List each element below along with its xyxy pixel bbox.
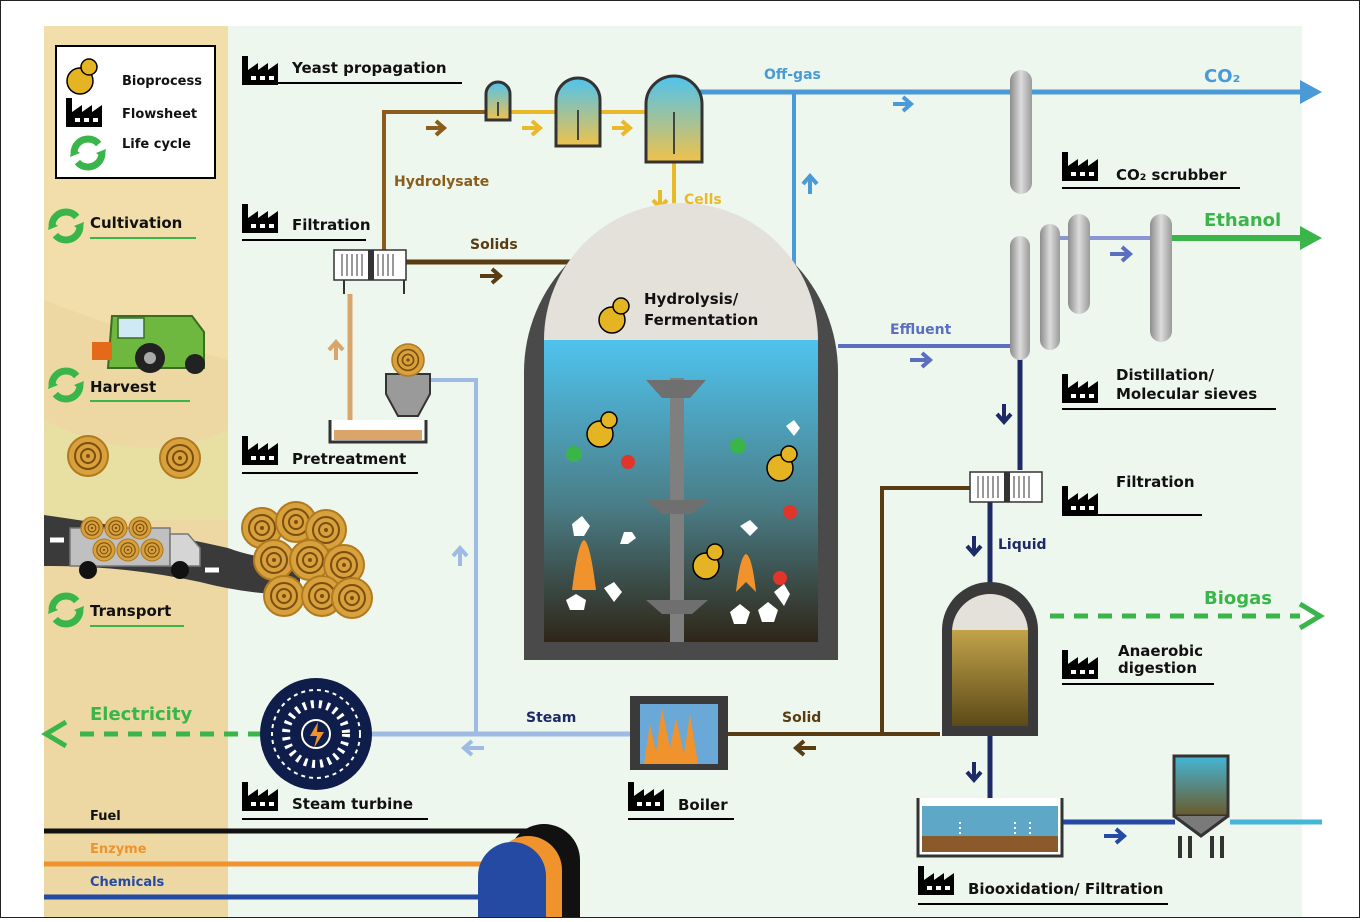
- hydrolysate-line: [382, 110, 490, 250]
- anaerobic-digestion-label-group: Anaerobic digestion: [1062, 642, 1214, 685]
- reactor-label-line1: Hydrolysis/: [644, 290, 739, 308]
- chemicals-label: Chemicals: [90, 875, 165, 890]
- yeast-propagation-vessels: [484, 74, 704, 164]
- anaerobic-digestion-tank: [942, 582, 1038, 736]
- liquid-label: Liquid: [998, 537, 1047, 553]
- filtration-tower: [1172, 754, 1230, 858]
- filtration-1-unit: [333, 249, 407, 294]
- flow-arrows: [327, 95, 1134, 845]
- legend-flowsheet: Flowsheet: [122, 107, 197, 122]
- biogas-product-label: Biogas: [1204, 588, 1272, 609]
- boiler-unit: [630, 696, 728, 770]
- solid-line: [728, 486, 972, 736]
- distillation-label-line2: Molecular sieves: [1116, 385, 1257, 403]
- cells-label: Cells: [684, 192, 722, 208]
- boiler-label: Boiler: [678, 796, 728, 814]
- yeast-propagation-label: Yeast propagation: [291, 59, 447, 77]
- solids-label: Solids: [470, 237, 518, 253]
- cultivation-label: Cultivation: [90, 214, 182, 232]
- steam-label: Steam: [526, 710, 576, 726]
- enzyme-label: Enzyme: [90, 842, 147, 857]
- reactor-label-line2: Fermentation: [644, 311, 758, 329]
- filtration-1-label: Filtration: [292, 216, 371, 234]
- distillation-columns: [1010, 214, 1172, 360]
- ethanol-product-label: Ethanol: [1204, 210, 1281, 231]
- steam-turbine-label-group: Steam turbine: [242, 782, 428, 820]
- harvest-label: Harvest: [90, 378, 156, 396]
- pretreatment-label: Pretreatment: [292, 450, 406, 468]
- lifecycle-cultivation: Cultivation: [48, 212, 196, 240]
- legend: Bioprocess Flowsheet Life cycle: [55, 45, 216, 179]
- pretreatment-label-group: Pretreatment: [242, 436, 418, 474]
- filtration-2-unit: [969, 471, 1043, 503]
- effluent-label: Effluent: [890, 322, 952, 338]
- steam-turbine-icon: [260, 678, 372, 790]
- solid-label: Solid: [782, 710, 821, 726]
- steam-turbine-label: Steam turbine: [292, 795, 413, 813]
- legend-bioprocess: Bioprocess: [122, 74, 202, 89]
- legend-lifecycle: Life cycle: [122, 137, 191, 152]
- co2-scrubber-label: CO₂ scrubber: [1116, 166, 1227, 184]
- lifecycle-transport: Transport: [48, 596, 184, 626]
- offgas-label: Off-gas: [764, 67, 821, 83]
- yeast-propagation-label-group: Yeast propagation: [242, 56, 462, 85]
- ad-label-line1: Anaerobic: [1118, 642, 1203, 660]
- distillation-label-line1: Distillation/: [1116, 366, 1215, 384]
- fuel-label: Fuel: [90, 809, 121, 824]
- co2-scrubber-column: [1010, 70, 1032, 194]
- transport-label: Transport: [90, 602, 171, 620]
- filtration-2-label-group: Filtration: [1062, 473, 1202, 516]
- lifecycle-harvest: Harvest: [48, 371, 190, 401]
- distillation-label-group: Distillation/ Molecular sieves: [1062, 366, 1276, 410]
- hydrolysis-fermentation-reactor: [524, 203, 838, 660]
- biooxidation-basin: [916, 798, 1064, 858]
- co2-scrubber-label-group: CO₂ scrubber: [1062, 152, 1240, 189]
- hydrolysate-label: Hydrolysate: [394, 174, 489, 190]
- harvester-icon: [92, 315, 205, 374]
- truck-icon: [69, 516, 201, 579]
- filtration-1-label-group: Filtration: [242, 204, 371, 241]
- boiler-label-group: Boiler: [628, 782, 734, 820]
- electricity-product-label: Electricity: [90, 704, 192, 725]
- ad-label-line2: digestion: [1118, 659, 1197, 677]
- biooxidation-label: Biooxidation/ Filtration: [968, 880, 1163, 898]
- biooxidation-label-group: Biooxidation/ Filtration: [918, 866, 1168, 905]
- pretreatment-unit: [328, 343, 431, 444]
- co2-product-label: CO₂: [1204, 66, 1240, 87]
- filtration-2-label: Filtration: [1116, 473, 1195, 491]
- reactor-label: Hydrolysis/ Fermentation: [644, 290, 758, 329]
- input-tanks: [478, 824, 580, 918]
